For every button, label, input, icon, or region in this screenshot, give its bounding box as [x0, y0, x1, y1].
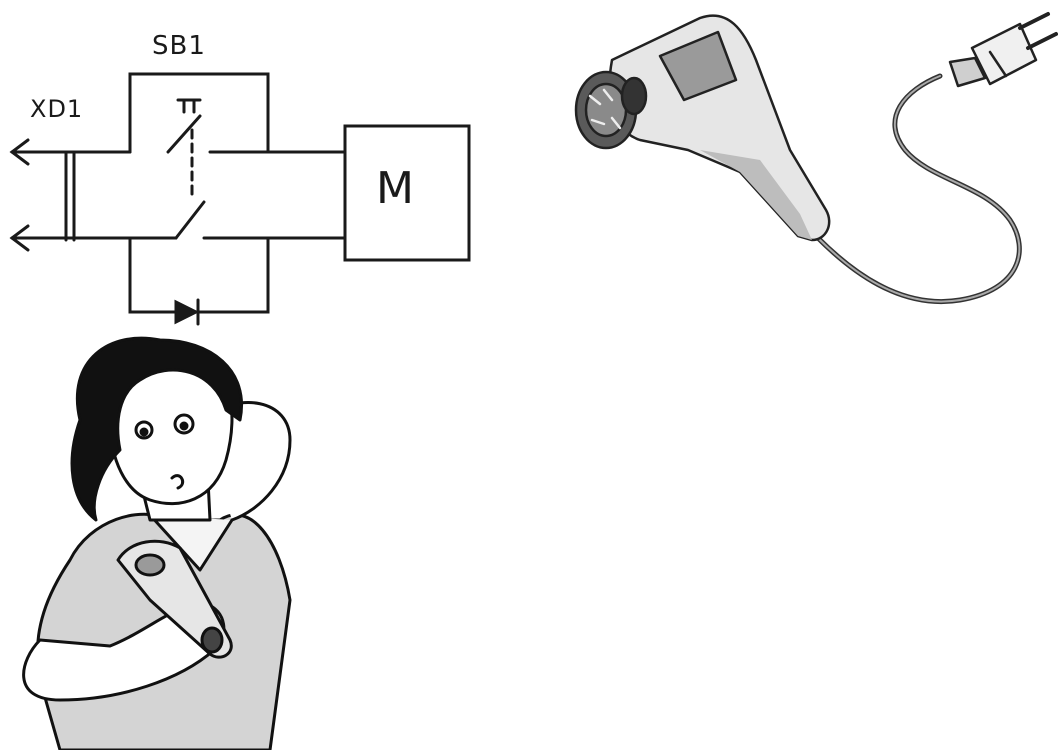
switch-label: SB1 [152, 31, 206, 61]
power-plug [948, 12, 1058, 88]
switch-sb1 [166, 98, 206, 240]
device-in-hand [116, 539, 233, 659]
diode [174, 298, 200, 326]
hair [70, 336, 243, 522]
switch-bypass-loop [128, 72, 270, 154]
connector-xd1 [64, 150, 76, 242]
plug-lead-bottom [9, 224, 178, 252]
plug-lead-top [9, 138, 132, 166]
eyes [134, 413, 195, 440]
rotary-head [574, 70, 648, 150]
motor-box [343, 124, 471, 262]
motor-label: M [376, 163, 414, 214]
device-screen [658, 30, 738, 102]
connector-label: XD1 [30, 95, 84, 123]
